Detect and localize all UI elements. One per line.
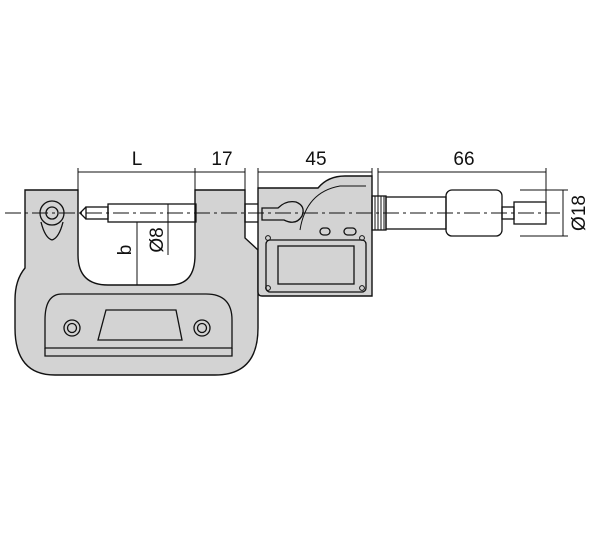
nameplate — [97, 309, 183, 341]
screw-display-4 — [359, 285, 365, 291]
dimension-66-label: 66 — [453, 149, 474, 170]
screw-left — [63, 319, 81, 337]
dimension-17: 17 — [195, 149, 246, 190]
dimension-17-label: 17 — [211, 149, 232, 170]
dimension-d8: Ø8 — [147, 204, 169, 255]
display-screen — [277, 245, 355, 285]
screw-display-2 — [359, 235, 365, 241]
display-screen-frame — [265, 239, 367, 293]
dimension-d18-label: Ø18 — [569, 195, 590, 231]
dimension-b: b — [115, 222, 138, 285]
display-button-right — [343, 227, 357, 236]
dimension-l-label: L — [132, 149, 143, 170]
dimension-45-label: 45 — [305, 149, 326, 170]
display-button-left — [319, 227, 331, 236]
dimension-45: 45 — [257, 149, 373, 188]
screw-display-1 — [265, 235, 271, 241]
dimension-d8-label: Ø8 — [147, 227, 168, 252]
frame-panel-lip — [44, 348, 233, 357]
screw-display-3 — [265, 285, 271, 291]
dimension-66: 66 — [377, 149, 547, 202]
dimension-b-label: b — [115, 245, 136, 256]
screw-right — [193, 319, 211, 337]
display-keyhole — [261, 200, 304, 223]
display-housing — [257, 175, 373, 297]
dimension-l: L — [77, 149, 196, 190]
display-top-bevel — [299, 185, 366, 231]
dimension-d18: Ø18 — [520, 189, 590, 237]
